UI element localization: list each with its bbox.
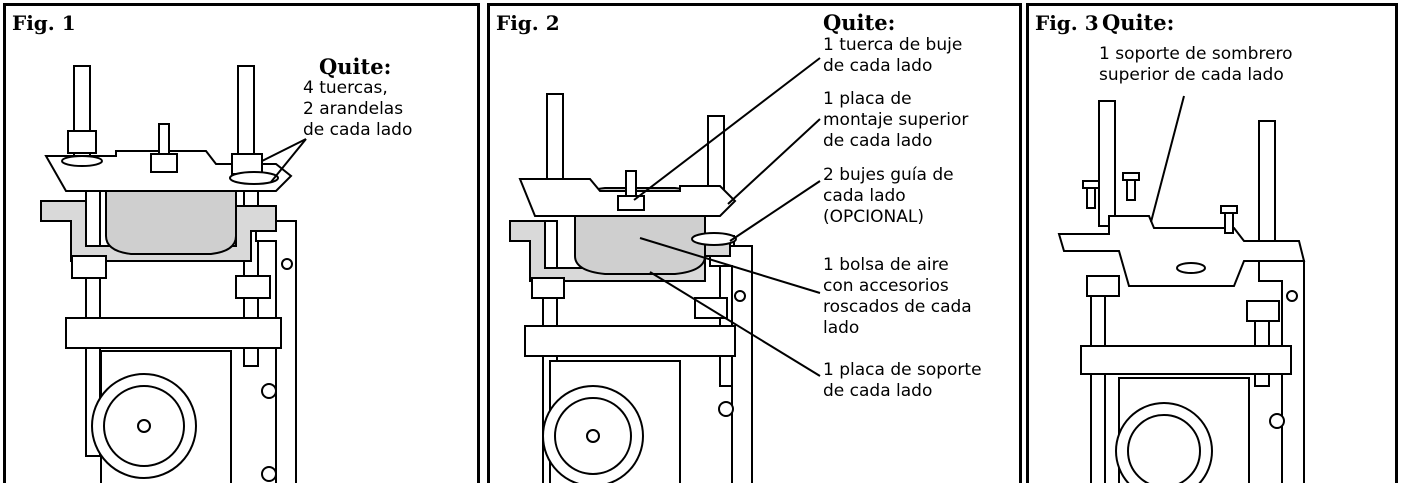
callout-line: 1 soporte de sombrero bbox=[1099, 44, 1293, 64]
callout-line: lado bbox=[823, 318, 860, 338]
leader-line-1b bbox=[270, 138, 307, 183]
frame-bolt-2 bbox=[261, 466, 277, 482]
cross-plate bbox=[1080, 345, 1292, 375]
callout-text: 1 soporte de sombrero superior de cada l… bbox=[1099, 44, 1293, 86]
valve-port bbox=[137, 419, 151, 433]
bolt-1 bbox=[1086, 185, 1096, 209]
callout-line: 2 arandelas bbox=[303, 99, 404, 119]
callout-heading: Quite: bbox=[319, 54, 392, 79]
leader-line-air-bag bbox=[639, 237, 821, 294]
callout-line: 4 tuercas, bbox=[303, 78, 388, 98]
middle-nut-right bbox=[1246, 300, 1280, 322]
callout-line: de cada lado bbox=[303, 120, 413, 140]
figure-1-panel: Fig. 1 Quite: 4 tuercas, 2 arandelas de … bbox=[3, 3, 480, 483]
callout-line: 1 tuerca de buje bbox=[823, 35, 963, 55]
leader-line-guide-bushing bbox=[729, 180, 821, 242]
air-fitting bbox=[158, 123, 170, 155]
guide-bushing bbox=[691, 232, 737, 246]
callout-line: superior de cada lado bbox=[1099, 65, 1284, 85]
middle-nut-left bbox=[531, 277, 565, 299]
cross-plate bbox=[65, 317, 282, 349]
callout-heading: Quite: bbox=[1102, 10, 1175, 35]
bolt-2-head bbox=[1122, 172, 1140, 181]
leader-line-support-plate bbox=[649, 271, 821, 377]
bracket-hole bbox=[1176, 262, 1206, 274]
leader-line-1a bbox=[261, 138, 307, 162]
callout-text: 4 tuercas, 2 arandelas de cada lado bbox=[303, 78, 412, 141]
callout-bushing-nut: 1 tuerca de buje de cada lado bbox=[823, 35, 962, 77]
frame-bolt-1 bbox=[718, 401, 734, 417]
callout-upper-plate: 1 placa de montaje superior de cada lado bbox=[823, 89, 968, 152]
frame-hole bbox=[734, 290, 746, 302]
callout-guide-bushing: 2 bujes guía de cada lado (OPCIONAL) bbox=[823, 165, 954, 228]
callout-line: de cada lado bbox=[823, 56, 933, 76]
bushing-nut bbox=[617, 195, 645, 211]
callout-line: 2 bujes guía de bbox=[823, 165, 954, 185]
nut-left bbox=[67, 130, 97, 154]
nut-right bbox=[231, 153, 263, 175]
leader-line-hat-bracket bbox=[1150, 95, 1185, 223]
middle-nut-right bbox=[235, 275, 271, 299]
threaded-rod-left bbox=[1098, 100, 1116, 227]
figure-label: Fig. 2 bbox=[496, 11, 560, 35]
figure-2-panel: Fig. 2 Quite: 1 tuerca de buje de cada l… bbox=[487, 3, 1022, 483]
middle-nut-left bbox=[71, 255, 107, 279]
callout-line: (OPCIONAL) bbox=[823, 207, 924, 227]
cross-plate bbox=[524, 325, 736, 357]
leader-line-bushing-nut bbox=[633, 57, 821, 201]
hat-bracket bbox=[1057, 215, 1306, 287]
callout-line: de cada lado bbox=[823, 131, 933, 151]
bolt-2 bbox=[1126, 177, 1136, 201]
callout-line: 1 placa de soporte bbox=[823, 360, 982, 380]
figure-label: Fig. 3 bbox=[1035, 11, 1099, 35]
side-frame bbox=[1258, 260, 1305, 483]
bolt-3 bbox=[1224, 210, 1234, 234]
callout-line: 1 bolsa de aire bbox=[823, 255, 949, 275]
callout-air-bag: 1 bolsa de aire con accesorios roscados … bbox=[823, 255, 972, 339]
bolt-3-head bbox=[1220, 205, 1238, 214]
middle-nut-right bbox=[694, 297, 728, 319]
leader-line-upper-plate bbox=[727, 118, 821, 205]
callout-line: de cada lado bbox=[823, 381, 933, 401]
callout-line: cada lado bbox=[823, 186, 906, 206]
figure-3-panel: Fig. 3 Quite: 1 soporte de sombrero supe… bbox=[1026, 3, 1398, 483]
frame-hole bbox=[1286, 290, 1298, 302]
figure-2-illustration bbox=[509, 57, 821, 483]
frame-bolt-1 bbox=[1269, 413, 1285, 429]
middle-nut-left bbox=[1086, 275, 1120, 297]
valve-port bbox=[586, 429, 600, 443]
washer-left bbox=[61, 155, 103, 167]
fitting-nut bbox=[150, 153, 178, 173]
callout-line: 1 placa de bbox=[823, 89, 912, 109]
frame-bolt-1 bbox=[261, 383, 277, 399]
valve-disc-inner bbox=[1127, 414, 1201, 483]
figure-1-illustration bbox=[40, 65, 307, 483]
washer-right bbox=[229, 171, 279, 185]
callout-support-plate: 1 placa de soporte de cada lado bbox=[823, 360, 982, 402]
callout-line: montaje superior bbox=[823, 110, 969, 130]
bolt-1-head bbox=[1082, 180, 1100, 189]
threaded-rod-left-lower bbox=[1090, 275, 1106, 483]
figure-label: Fig. 1 bbox=[12, 11, 76, 35]
callout-line: roscados de cada bbox=[823, 297, 972, 317]
threaded-rod-right bbox=[237, 65, 255, 157]
callout-heading: Quite: bbox=[823, 10, 896, 35]
side-frame bbox=[255, 220, 297, 483]
callout-line: con accesorios bbox=[823, 276, 949, 296]
frame-hole bbox=[281, 258, 293, 270]
side-frame bbox=[709, 245, 753, 483]
figure-3-illustration bbox=[1057, 95, 1306, 483]
